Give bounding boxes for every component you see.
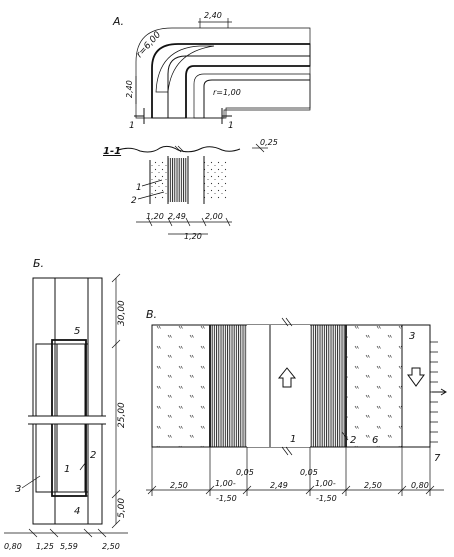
section-c-dim-b8: 0,80 — [411, 481, 429, 490]
section-b-dim-b1: 0,80 — [4, 542, 22, 551]
section-c-callout-6: 6 — [372, 435, 378, 446]
section-b-road-bottom — [54, 495, 89, 525]
section-a-callout-2: 2 — [131, 196, 137, 206]
section-b-break-gap — [30, 416, 106, 424]
break-mark-icon — [174, 145, 185, 153]
section-a-dim-b3: 2,00 — [205, 212, 223, 221]
section-c-right-verge — [346, 325, 402, 447]
section-c-dim-b4: 2,49 — [270, 481, 288, 490]
section-b: Б. 5 4 1 2 3 30,00 25,00 5,00 0,80 1,25 — [4, 257, 128, 551]
arrow-up-icon — [277, 367, 297, 388]
section-c-callout-7: 7 — [434, 453, 441, 464]
section-a-dim-bottom-ticks — [147, 217, 231, 227]
section-b-break-lines — [28, 415, 106, 425]
section-b-dim-r1: 30,00 — [117, 300, 127, 326]
section-b-dim-bottom-ticks — [28, 528, 107, 538]
section-a-mark-left: 1 — [129, 121, 135, 131]
section-a-dim-b1: 1,20 — [146, 212, 164, 221]
section-a-dim-offset: 0,25 — [260, 138, 278, 147]
section-a-curb-outer — [151, 43, 310, 118]
section-c-title: В. — [146, 308, 157, 321]
section-a-leader-2 — [137, 191, 165, 200]
section-a-cross-left-fill — [150, 160, 168, 200]
section-b-dim-r2: 25,00 — [117, 402, 127, 428]
section-a-edge-inner — [203, 79, 310, 118]
section-b-leader-2 — [79, 461, 87, 471]
section-b-title: Б. — [33, 257, 44, 270]
section-b-left-shoulder — [32, 277, 56, 525]
section-c-dim-b6: -1,50 — [316, 494, 337, 503]
section-c-dim-b3: -1,50 — [216, 494, 237, 503]
section-a-mark-right: 1 — [228, 121, 234, 131]
section-a: А. r=6,00 r=1,00 2,40 2,40 1 1 1-1 — [103, 11, 311, 241]
section-a-curb-inner — [185, 65, 310, 118]
section-b-dim-r3: 5,00 — [117, 498, 127, 518]
section-a-cross-road — [168, 158, 188, 202]
break-mark-icon — [281, 317, 293, 327]
section-a-dim-top: 2,40 — [204, 11, 222, 20]
section-a-cut-right — [221, 108, 232, 124]
section-a-cut-left — [134, 108, 145, 124]
section-a-ground-line — [117, 145, 241, 153]
section-a-pavement — [151, 43, 311, 119]
section-b-callout-2: 2 — [90, 450, 96, 461]
section-a-shoulder-outer — [135, 27, 311, 119]
section-a-dim-b2: 2,49 — [168, 212, 186, 221]
section-c-leader-2 — [341, 431, 349, 441]
section-b-callout-5: 5 — [74, 326, 80, 337]
section-c-extension-lines — [151, 447, 431, 496]
section-c-dim-b7: 2,50 — [364, 481, 382, 490]
section-a-leader-1 — [141, 179, 163, 187]
break-mark-icon — [281, 446, 293, 456]
section-a-title: А. — [112, 15, 124, 28]
section-b-road-top — [54, 277, 89, 345]
section-c-callout-1: 1 — [290, 434, 296, 445]
section-c: В. 1 2 6 3 7 2,50 — [146, 308, 447, 503]
section-c-dim-b5: 1,00- — [315, 479, 336, 488]
section-c-dim-t1: 0,05 — [236, 468, 254, 477]
section-a-cross-right-fill — [204, 160, 228, 200]
section-b-dim-b2: 1,25 — [36, 542, 54, 551]
section-c-right-pavement — [310, 325, 346, 447]
section-b-dim-b3: 5,59 — [60, 542, 78, 551]
section-b-callout-4: 4 — [74, 506, 80, 517]
section-c-dim-t2: 0,05 — [300, 468, 318, 477]
section-c-dim-b2: 1,00- — [215, 479, 236, 488]
section-a-corner-hatch — [155, 45, 215, 93]
section-b-callout-1: 1 — [64, 464, 70, 475]
section-c-left-verge — [152, 325, 210, 447]
section-b-dim-vert-ticks — [111, 273, 121, 529]
section-b-leader-3 — [21, 475, 41, 489]
section-a-offset-tick — [255, 143, 265, 153]
arrow-down-icon — [407, 367, 425, 387]
section-b-right-verge — [87, 277, 103, 525]
section-a-cut-label: 1-1 — [103, 146, 121, 157]
section-a-radius-inner: r=1,00 — [213, 88, 241, 97]
section-c-left-pavement — [210, 325, 247, 447]
section-b-dim-b4: 2,50 — [102, 542, 120, 551]
section-c-callout-3: 3 — [409, 331, 415, 342]
section-b-callout-3: 3 — [15, 484, 21, 495]
section-a-callout-1: 1 — [136, 183, 142, 193]
section-a-dim-left: 2,40 — [125, 80, 134, 98]
section-a-curb-mid — [167, 55, 310, 118]
arrow-right-icon — [432, 388, 447, 396]
section-a-dim-under: 1,20 — [184, 232, 202, 241]
section-c-callout-2: 2 — [350, 435, 356, 446]
section-c-dim-b1: 2,50 — [170, 481, 188, 490]
section-c-edge-hatch — [430, 341, 438, 443]
section-c-center-lane — [247, 325, 310, 447]
section-a-shoulder-inner — [193, 73, 311, 119]
